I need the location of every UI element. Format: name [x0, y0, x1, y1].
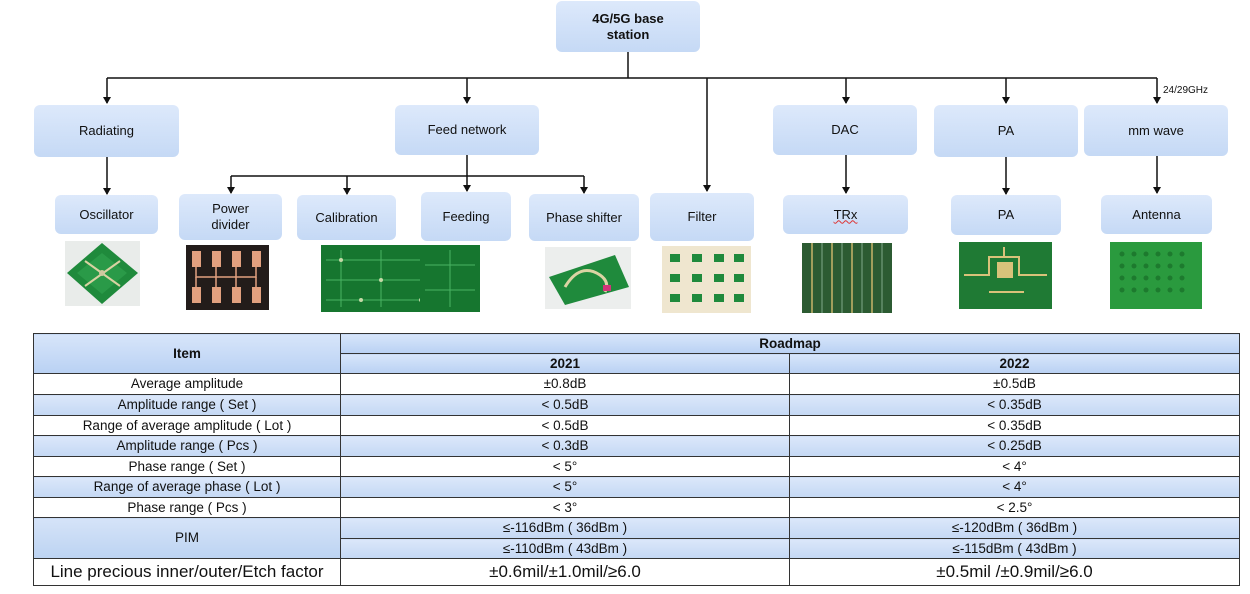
node-calibration-label: Calibration [315, 209, 378, 225]
pim-2022-36: ≤-120dBm ( 36dBm ) [788, 517, 1241, 539]
node-phase-shifter: Phase shifter [529, 194, 639, 241]
node-oscillator-label: Oscillator [79, 206, 134, 222]
item-header: Item [33, 333, 341, 374]
table-row: Amplitude range ( Pcs ) < 0.3dB < 0.25dB [33, 435, 1241, 457]
line-item: Line precious inner/outer/Etch factor [33, 558, 341, 586]
oscillator-pcb-image [65, 241, 140, 306]
node-feeding: Feeding [421, 192, 511, 241]
feeding-pcb-image [420, 245, 480, 312]
node-filter-label: Filter [687, 209, 717, 224]
roadmap-header: Roadmap [339, 333, 1241, 354]
row-2021: < 0.3dB [340, 435, 790, 457]
trx-pcb-image [802, 243, 892, 313]
table-row: Amplitude range ( Set ) < 0.5dB < 0.35dB [33, 394, 1241, 416]
node-feed-network-label: Feed network [427, 122, 507, 137]
node-feed-network: Feed network [395, 105, 539, 155]
table-row: Average amplitude ±0.8dB ±0.5dB [33, 373, 1241, 395]
row-2022: ±0.5dB [788, 373, 1241, 395]
node-pa: PA [934, 105, 1078, 157]
row-item: Range of average phase ( Lot ) [33, 476, 341, 498]
table-row-line: Line precious inner/outer/Etch factor ±0… [33, 558, 1241, 586]
node-pa-sub: PA [951, 195, 1061, 235]
node-trx: TRx [783, 195, 908, 234]
root-node-base-station: 4G/5G base station [556, 1, 700, 52]
node-dac-label: DAC [831, 122, 859, 137]
table-row: Phase range ( Set ) < 5° < 4° [33, 456, 1241, 477]
antenna-pcb-image [1110, 242, 1202, 309]
pim-2021-36: ≤-116dBm ( 36dBm ) [340, 517, 790, 539]
pim-2021-43: ≤-110dBm ( 43dBm ) [340, 538, 790, 559]
node-pa-sub-label: PA [997, 207, 1015, 222]
row-2022: < 0.25dB [788, 435, 1241, 457]
power-divider-pcb-image [186, 245, 269, 310]
phase-shifter-pcb-image [545, 247, 631, 309]
row-2022: < 0.35dB [788, 415, 1241, 436]
table-row-pim: PIM ≤-116dBm ( 36dBm ) ≤-120dBm ( 36dBm … [33, 517, 1241, 559]
node-power-divider: Power divider [179, 194, 282, 240]
node-radiating: Radiating [34, 105, 179, 157]
row-item: Amplitude range ( Pcs ) [33, 435, 341, 457]
row-2021: < 3° [340, 497, 790, 518]
root-label: 4G/5G base station [592, 10, 664, 42]
node-power-divider-label: Power divider [211, 201, 250, 232]
pa-pcb-image [959, 242, 1052, 309]
row-item: Amplitude range ( Set ) [33, 394, 341, 416]
table-row: Range of average amplitude ( Lot ) < 0.5… [33, 415, 1241, 436]
table-row: Phase range ( Pcs ) < 3° < 2.5° [33, 497, 1241, 518]
roadmap-table: Item Roadmap 2021 2022 Average amplitude… [33, 333, 1241, 586]
node-trx-label: TRx [833, 206, 858, 222]
node-oscillator: Oscillator [55, 195, 158, 234]
node-feeding-label: Feeding [442, 208, 490, 224]
row-2022: < 4° [788, 456, 1241, 477]
row-2021: < 5° [340, 456, 790, 477]
row-item: Phase range ( Pcs ) [33, 497, 341, 518]
table-row: Range of average phase ( Lot ) < 5° < 4° [33, 476, 1241, 498]
table-row-pim: ≤-110dBm ( 43dBm ) ≤-115dBm ( 43dBm ) [34, 538, 1241, 559]
year-2022-header: 2022 [788, 353, 1241, 374]
pim-2022-43: ≤-115dBm ( 43dBm ) [788, 538, 1241, 559]
row-item: Average amplitude [33, 373, 341, 395]
node-antenna-label: Antenna [1132, 206, 1181, 222]
row-2021: < 0.5dB [340, 415, 790, 436]
row-2021: < 0.5dB [340, 394, 790, 416]
frequency-label: 24/29GHz [1163, 85, 1209, 96]
row-2022: < 0.35dB [788, 394, 1241, 416]
row-2022: < 2.5° [788, 497, 1241, 518]
row-2021: < 5° [340, 476, 790, 498]
node-pa-label: PA [997, 123, 1015, 138]
node-radiating-label: Radiating [79, 123, 134, 138]
node-dac: DAC [773, 105, 917, 155]
node-calibration: Calibration [297, 195, 396, 240]
node-filter: Filter [650, 193, 754, 241]
node-phase-shifter-label: Phase shifter [546, 209, 622, 225]
year-2021-header: 2021 [340, 353, 790, 374]
row-item: Phase range ( Set ) [33, 456, 341, 477]
node-mm-wave: mm wave [1084, 105, 1228, 156]
row-2022: < 4° [788, 476, 1241, 498]
filter-pcb-image [662, 246, 751, 313]
node-mm-wave-label: mm wave [1128, 122, 1184, 138]
line-2022: ±0.5mil /±0.9mil/≥6.0 [788, 558, 1241, 586]
line-2021: ±0.6mil/±1.0mil/≥6.0 [340, 558, 790, 586]
row-2021: ±0.8dB [340, 373, 790, 395]
row-item: Range of average amplitude ( Lot ) [33, 415, 341, 436]
pim-item: PIM [33, 517, 341, 559]
node-antenna: Antenna [1101, 195, 1212, 234]
